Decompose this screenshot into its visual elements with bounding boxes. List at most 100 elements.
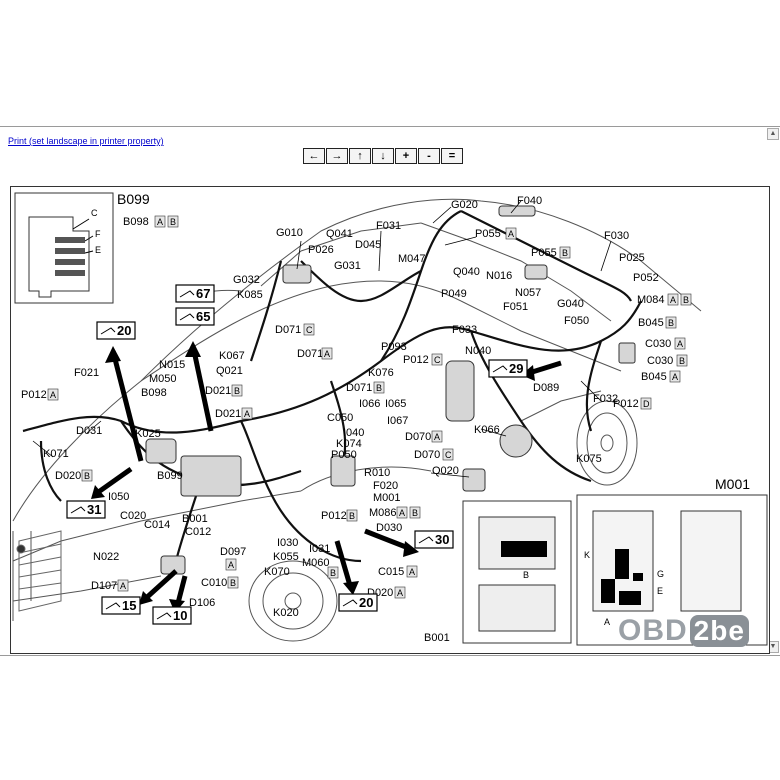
print-link[interactable]: Print (set landscape in printer property…	[8, 136, 164, 146]
pan-right-button[interactable]: →	[326, 148, 348, 164]
component-label-f040[interactable]: F040	[517, 195, 542, 207]
page-reference-67[interactable]: 67	[175, 284, 215, 303]
component-label-d030[interactable]: D030	[376, 522, 402, 534]
component-label-i066[interactable]: I066	[359, 398, 380, 410]
component-label-k075[interactable]: K075	[576, 453, 602, 465]
component-label-d107[interactable]: D107	[91, 580, 117, 592]
component-label-f051[interactable]: F051	[503, 301, 528, 313]
component-label-b045[interactable]: B045	[641, 371, 667, 383]
component-label-c014[interactable]: C014	[144, 519, 170, 531]
component-label-i040[interactable]: I040	[343, 427, 364, 439]
component-label-k074[interactable]: K074	[336, 438, 362, 450]
component-label-g040[interactable]: G040	[557, 298, 584, 310]
component-label-k055[interactable]: K055	[273, 551, 299, 563]
page-reference-15[interactable]: 15	[101, 596, 141, 615]
component-label-p050[interactable]: P050	[331, 449, 357, 461]
component-label-n016[interactable]: N016	[486, 270, 512, 282]
component-label-d089[interactable]: D089	[533, 382, 559, 394]
zoom-reset-button[interactable]: =	[441, 148, 463, 164]
component-label-f050[interactable]: F050	[564, 315, 589, 327]
component-label-m047[interactable]: M047	[398, 253, 426, 265]
component-label-k020[interactable]: K020	[273, 607, 299, 619]
component-label-f030[interactable]: F030	[604, 230, 629, 242]
component-label-p093[interactable]: P093	[381, 341, 407, 353]
component-label-c020[interactable]: C020	[120, 510, 146, 522]
zoom-in-button[interactable]: +	[395, 148, 417, 164]
component-label-n057[interactable]: N057	[515, 287, 541, 299]
component-label-b098[interactable]: B098	[123, 216, 149, 228]
component-label-r010[interactable]: R010	[364, 467, 390, 479]
page-reference-29[interactable]: 29	[488, 359, 528, 378]
component-label-p026[interactable]: P026	[308, 244, 334, 256]
pan-left-button[interactable]: ←	[303, 148, 325, 164]
page-reference-65[interactable]: 65	[175, 307, 215, 326]
component-label-c015[interactable]: C015	[378, 566, 404, 578]
page-reference-20[interactable]: 20	[96, 321, 136, 340]
component-label-m050[interactable]: M050	[149, 373, 177, 385]
component-label-n015[interactable]: N015	[159, 359, 185, 371]
component-label-q040[interactable]: Q040	[453, 266, 480, 278]
component-label-q021[interactable]: Q021	[216, 365, 243, 377]
component-label-c030[interactable]: C030	[647, 355, 673, 367]
page-reference-10[interactable]: 10	[152, 606, 192, 625]
component-label-c050[interactable]: C050	[327, 412, 353, 424]
component-label-p012[interactable]: P012	[613, 398, 639, 410]
component-label-n040[interactable]: N040	[465, 345, 491, 357]
component-label-b099[interactable]: B099	[157, 470, 183, 482]
component-label-k085[interactable]: K085	[237, 289, 263, 301]
component-label-d070[interactable]: D070	[414, 449, 440, 461]
component-label-f032[interactable]: F032	[593, 393, 618, 405]
component-label-f033[interactable]: F033	[452, 324, 477, 336]
component-label-p012[interactable]: P012	[321, 510, 347, 522]
component-label-d071[interactable]: D071	[275, 324, 301, 336]
component-label-k066[interactable]: K066	[474, 424, 500, 436]
component-label-k076[interactable]: K076	[368, 367, 394, 379]
component-label-f021[interactable]: F021	[74, 367, 99, 379]
component-label-d097[interactable]: D097	[220, 546, 246, 558]
component-label-g020[interactable]: G020	[451, 199, 478, 211]
component-label-p055[interactable]: P055	[531, 247, 557, 259]
component-label-b098[interactable]: B098	[141, 387, 167, 399]
pan-down-button[interactable]: ↓	[372, 148, 394, 164]
component-label-m086[interactable]: M086	[369, 507, 397, 519]
component-label-g032[interactable]: G032	[233, 274, 260, 286]
component-label-p012[interactable]: P012	[403, 354, 429, 366]
component-label-i031[interactable]: I031	[309, 543, 330, 555]
component-label-b045[interactable]: B045	[638, 317, 664, 329]
component-label-n022[interactable]: N022	[93, 551, 119, 563]
component-label-c012[interactable]: C012	[185, 526, 211, 538]
component-label-p012[interactable]: P012	[21, 389, 47, 401]
component-label-m084[interactable]: M084	[637, 294, 665, 306]
component-label-q041[interactable]: Q041	[326, 228, 353, 240]
component-label-b001[interactable]: B001	[182, 513, 208, 525]
component-label-d031[interactable]: D031	[76, 425, 102, 437]
component-label-f031[interactable]: F031	[376, 220, 401, 232]
component-label-i067[interactable]: I067	[387, 415, 408, 427]
component-label-d020[interactable]: D020	[55, 470, 81, 482]
component-label-d045[interactable]: D045	[355, 239, 381, 251]
component-label-p052[interactable]: P052	[633, 272, 659, 284]
component-label-k067[interactable]: K067	[219, 350, 245, 362]
component-label-c010[interactable]: C010	[201, 577, 227, 589]
component-label-q020[interactable]: Q020	[432, 465, 459, 477]
component-label-k070[interactable]: K070	[264, 566, 290, 578]
zoom-out-button[interactable]: -	[418, 148, 440, 164]
component-label-g010[interactable]: G010	[276, 227, 303, 239]
scroll-up-arrow[interactable]: ▲	[767, 128, 779, 140]
component-label-k071[interactable]: K071	[43, 448, 69, 460]
component-label-k025[interactable]: K025	[135, 428, 161, 440]
component-label-d021[interactable]: D021	[205, 385, 231, 397]
component-label-c030[interactable]: C030	[645, 338, 671, 350]
component-label-g031[interactable]: G031	[334, 260, 361, 272]
component-label-f020[interactable]: F020	[373, 480, 398, 492]
component-label-d070[interactable]: D070	[405, 431, 431, 443]
component-label-d106[interactable]: D106	[189, 597, 215, 609]
component-label-m060[interactable]: M060	[302, 557, 330, 569]
component-label-p049[interactable]: P049	[441, 288, 467, 300]
component-label-i065[interactable]: I065	[385, 398, 406, 410]
component-label-p055[interactable]: P055	[475, 228, 501, 240]
component-label-b001[interactable]: B001	[424, 632, 450, 644]
page-reference-30[interactable]: 30	[414, 530, 454, 549]
component-label-d071[interactable]: D071	[297, 348, 323, 360]
